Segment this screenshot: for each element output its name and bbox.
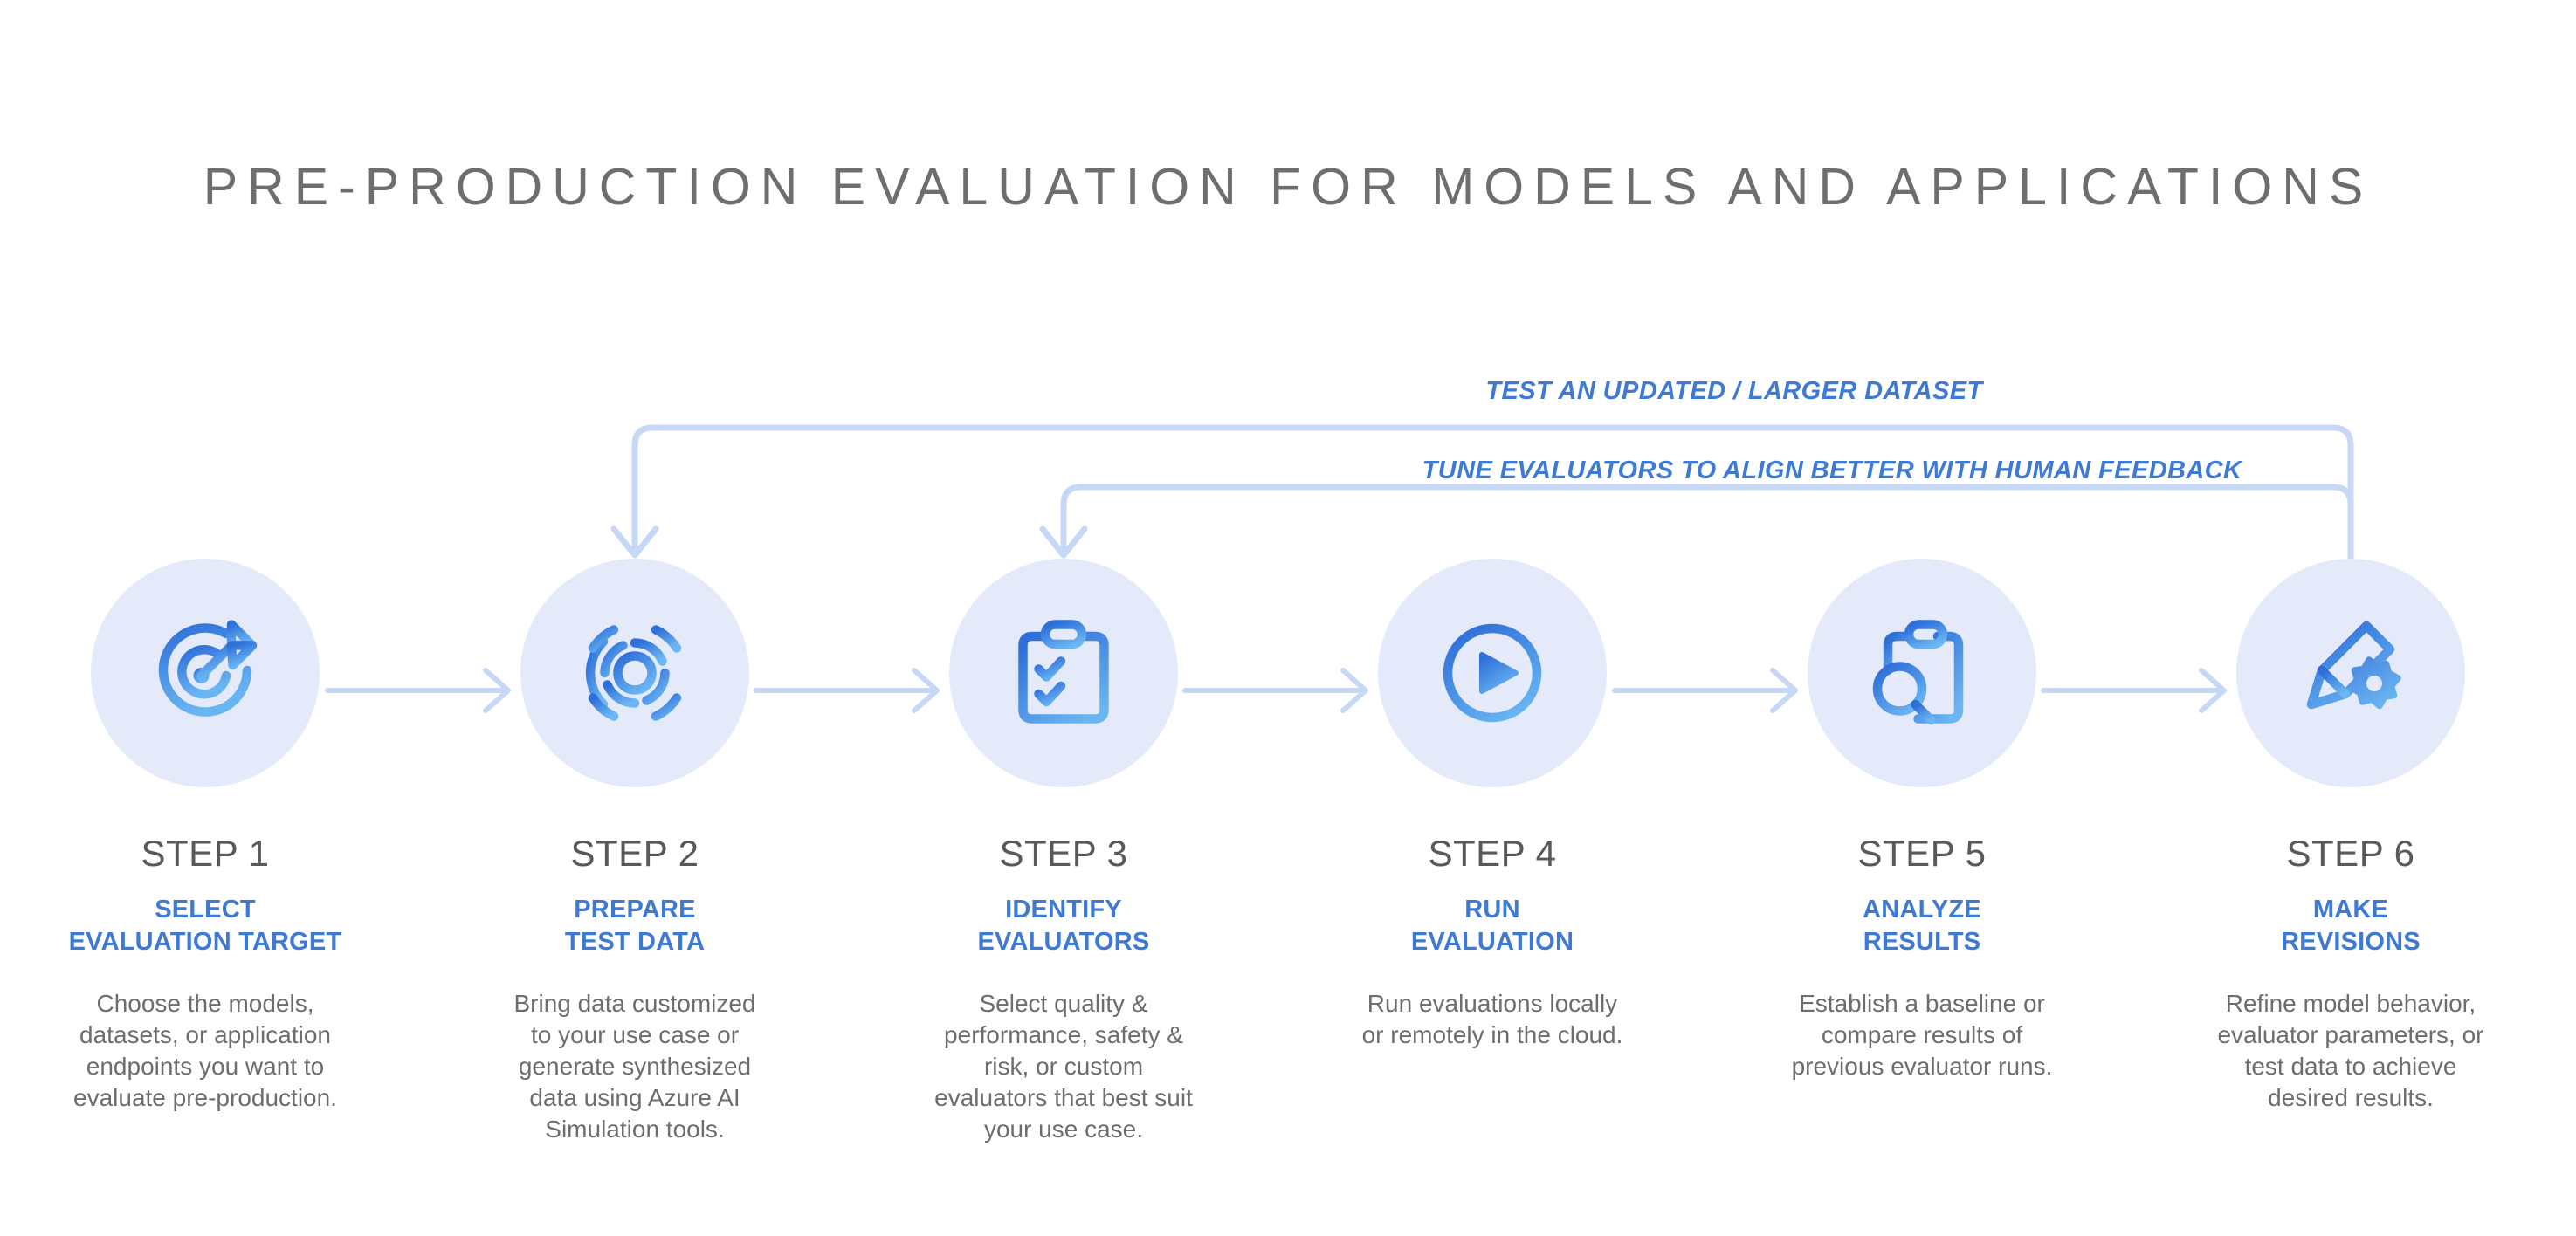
clipboard-checklist-icon xyxy=(1018,620,1109,724)
step-1-description: Choose the models,datasets, or applicati… xyxy=(73,990,337,1111)
clipboard-search-icon xyxy=(1872,620,1964,725)
step-3-number: STEP 3 xyxy=(999,833,1128,874)
step-2-circle xyxy=(520,559,749,787)
pencil-gear-icon xyxy=(2306,621,2401,710)
loop-label-tune-evaluators: TUNE EVALUATORS TO ALIGN BETTER WITH HUM… xyxy=(1422,457,2242,484)
loop-arrowhead-tune xyxy=(1039,525,1088,559)
step-1-circle xyxy=(91,559,320,787)
play-circle-icon xyxy=(1443,623,1542,723)
step-6-description: Refine model behavior,evaluator paramete… xyxy=(2217,990,2484,1111)
step-3-description: Select quality &performance, safety &ris… xyxy=(934,990,1193,1143)
concentric-arcs-icon xyxy=(585,625,682,721)
step-3-circle xyxy=(949,559,1178,787)
step-5-number: STEP 5 xyxy=(1857,833,1987,874)
step-4-number: STEP 4 xyxy=(1428,833,1557,874)
step-4-circle xyxy=(1378,559,1607,787)
loop-label-test-dataset: TEST AN UPDATED / LARGER DATASET xyxy=(1485,377,1983,405)
step-2-number: STEP 2 xyxy=(570,833,699,874)
loop-path-dataset xyxy=(631,424,2354,562)
step-5-circle xyxy=(1808,559,2036,787)
step-1-number: STEP 1 xyxy=(141,833,270,874)
target-dart-icon xyxy=(158,620,258,717)
loop-arrowhead-dataset xyxy=(610,525,659,559)
step-6-number: STEP 6 xyxy=(2286,833,2415,874)
page-title: PRE-PRODUCTION EVALUATION FOR MODELS AND… xyxy=(203,158,2373,216)
step-6-circle xyxy=(2236,559,2465,787)
loop-path-tune xyxy=(1060,484,2354,562)
